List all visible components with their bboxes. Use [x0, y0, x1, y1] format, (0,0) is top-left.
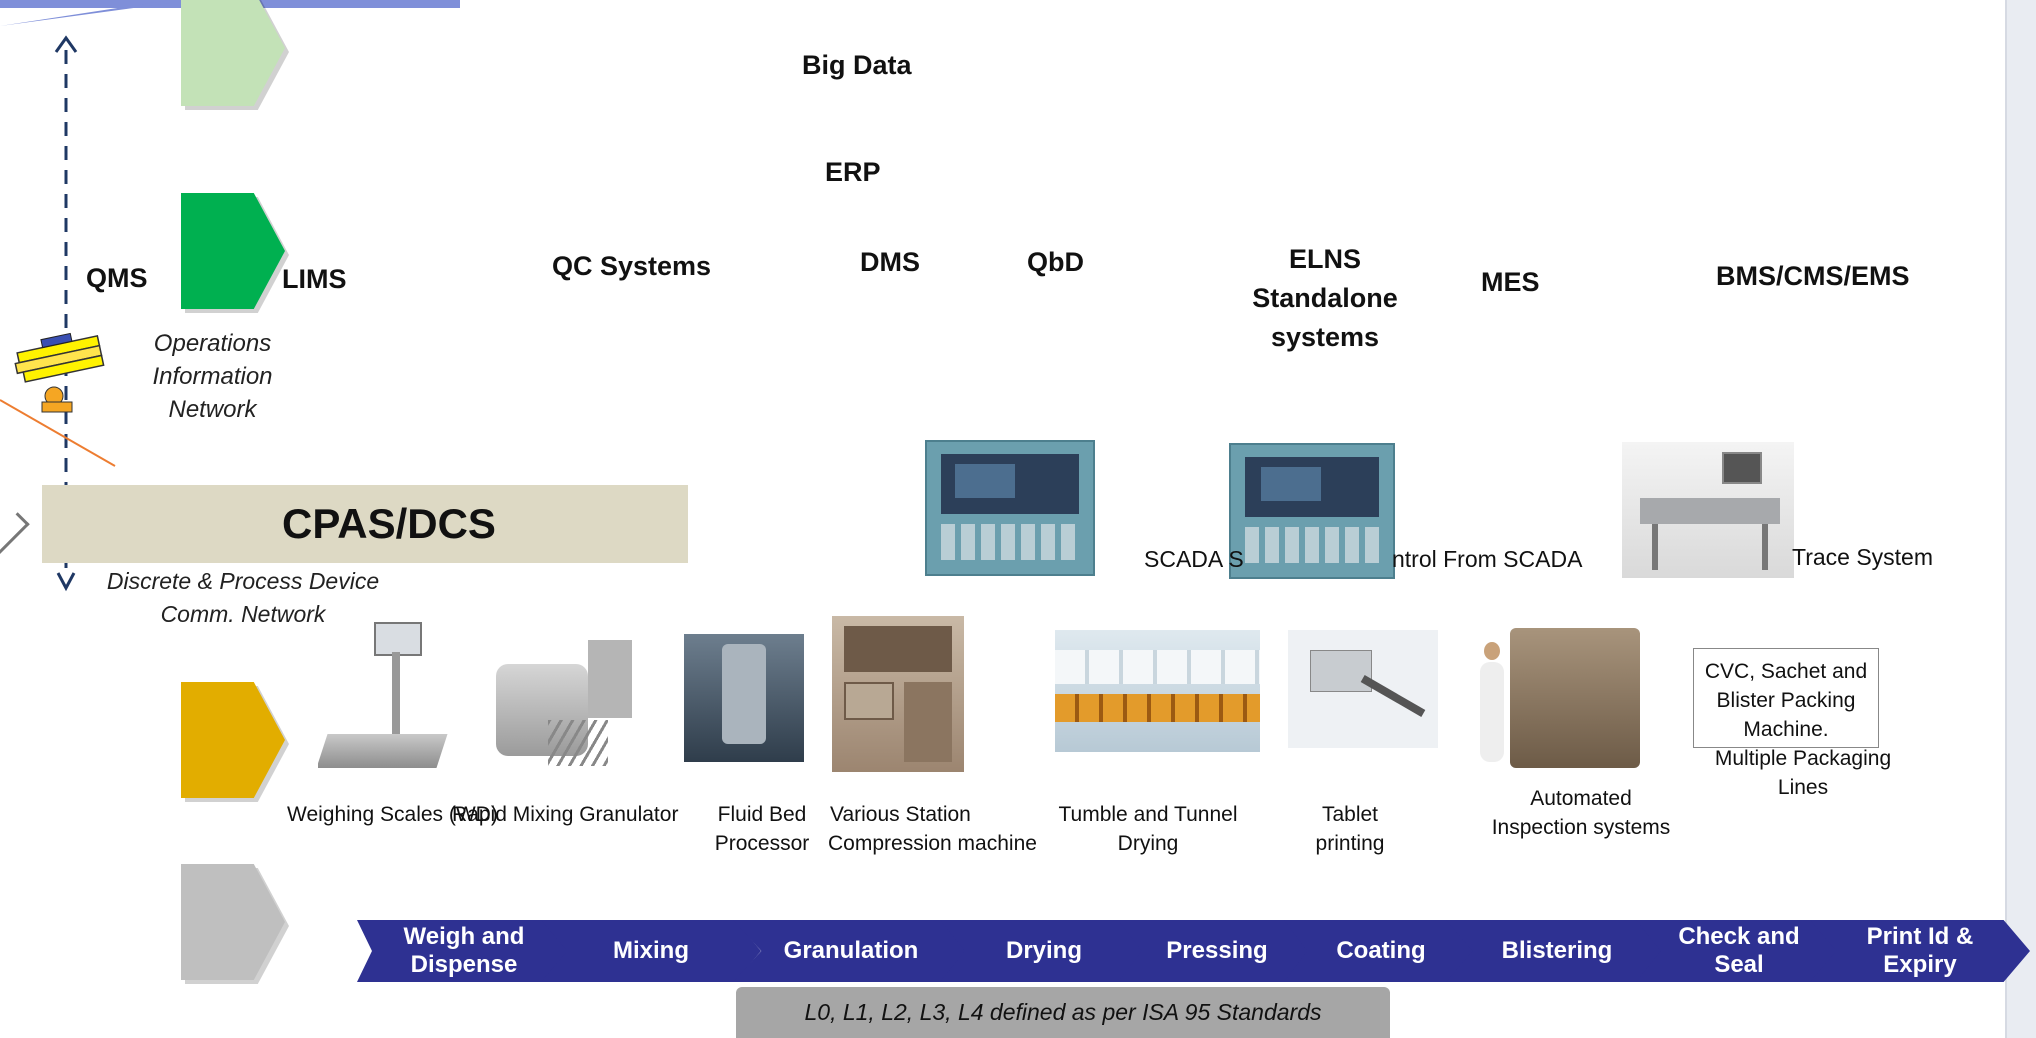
- scada-screen-image-2: [1229, 443, 1395, 579]
- compression-line-2: Compression machine: [828, 832, 1037, 855]
- step2-line-1: Mixing: [613, 937, 689, 964]
- step1-line-1: Weigh and: [403, 923, 525, 950]
- packaging-line-2: Lines: [1777, 776, 1829, 799]
- tablet-line-1: Tablet: [1321, 803, 1379, 826]
- cpas-dcs-label: CPAS/DCS: [282, 500, 496, 547]
- level1-chevron: [181, 682, 285, 798]
- fluid-bed-processor-image: [684, 634, 804, 762]
- ops-line-2: Information: [152, 363, 273, 390]
- elns-line-2: Standalone: [1252, 283, 1398, 313]
- step5-line-1: Pressing: [1166, 937, 1268, 964]
- step9-line-1: Print Id &: [1866, 923, 1974, 950]
- process-step-pressing: Pressing: [1118, 920, 1316, 982]
- process-step-drying: Drying: [940, 920, 1148, 982]
- step9-line-2: Expiry: [1883, 951, 1957, 978]
- step3-line-1: Granulation: [783, 937, 919, 964]
- elns-label: ELNS Standalone systems: [1240, 240, 1410, 357]
- isa95-footnote-text: L0, L1, L2, L3, L4 defined as per ISA 95…: [804, 999, 1322, 1025]
- big-data-label: Big Data: [802, 50, 912, 80]
- ops-line-3: Network: [168, 396, 257, 423]
- tablet-printing-image: [1288, 630, 1438, 748]
- inspection-line-2: Inspection systems: [1491, 816, 1671, 839]
- bms-label: BMS/CMS/EMS: [1716, 261, 1910, 291]
- equipment-caption-tablet-printing: Tablet printing: [1290, 800, 1410, 858]
- packing-line-3: Machine.: [1743, 718, 1829, 741]
- documents-clipart-icon: [6, 322, 116, 414]
- process-step-print-expiry: Print Id &Expiry: [1810, 920, 2030, 982]
- qbd-label: QbD: [1027, 247, 1084, 277]
- equipment-caption-compression: Various Station Compression machine: [828, 800, 1048, 858]
- packaging-line-1: Multiple Packaging: [1714, 747, 1892, 770]
- compression-machine-image: [832, 616, 964, 772]
- inspection-line-1: Automated: [1530, 787, 1632, 810]
- process-step-blistering: Blistering: [1446, 920, 1668, 982]
- isa95-footnote: L0, L1, L2, L3, L4 defined as per ISA 95…: [736, 987, 1390, 1038]
- qms-label: QMS: [86, 263, 148, 293]
- operations-network-label: Operations Information Network: [120, 327, 305, 426]
- erp-label: ERP: [825, 157, 881, 187]
- equipment-caption-fluid-bed: Fluid Bed Processor: [692, 800, 832, 858]
- process-step-mixing: Mixing: [541, 920, 761, 982]
- equipment-caption-weighing: Weighing Scales (WD): [287, 803, 498, 826]
- process-step-granulation: Granulation: [733, 920, 969, 982]
- process-step-coating: Coating: [1284, 920, 1478, 982]
- scada-caption-left: SCADA S: [1144, 546, 1244, 572]
- device-line-1: Discrete & Process Device: [106, 568, 380, 594]
- packing-machine-box: CVC, Sachet and Blister Packing Machine.: [1693, 648, 1879, 748]
- trace-machine-image: [1622, 442, 1794, 578]
- compression-line-1: Various Station: [830, 803, 971, 826]
- step7-line-1: Blistering: [1501, 937, 1613, 964]
- mes-label: MES: [1481, 267, 1540, 297]
- step8-line-2: Seal: [1714, 951, 1764, 978]
- elns-line-3: systems: [1270, 322, 1380, 352]
- level3-chevron: [181, 193, 285, 309]
- inspection-system-image: [1470, 622, 1645, 774]
- equipment-caption-inspection: Automated Inspection systems: [1470, 784, 1692, 842]
- fluid-bed-line-2: Processor: [714, 832, 810, 855]
- trace-system-caption: Trace System: [1792, 544, 1934, 570]
- scada-caption-right: ntrol From SCADA: [1392, 546, 1583, 572]
- packing-line-1: CVC, Sachet and: [1704, 660, 1868, 683]
- equipment-caption-packaging: Multiple Packaging Lines: [1698, 744, 1908, 802]
- drying-line-1: Tumble and Tunnel: [1058, 803, 1238, 826]
- cpas-dcs-bar: CPAS/DCS: [42, 485, 688, 563]
- level0-chevron: [181, 864, 285, 980]
- device-line-2: Comm. Network: [160, 601, 326, 627]
- drying-line-2: Drying: [1117, 832, 1179, 855]
- scada-screen-image-1: [925, 440, 1095, 576]
- step1-line-2: Dispense: [410, 951, 518, 978]
- fluid-bed-line-1: Fluid Bed: [717, 803, 807, 826]
- packing-line-2: Blister Packing: [1716, 689, 1856, 712]
- ops-line-1: Operations: [153, 330, 272, 357]
- dms-label: DMS: [860, 247, 920, 277]
- step6-line-1: Coating: [1336, 937, 1426, 964]
- equipment-caption-drying: Tumble and Tunnel Drying: [1040, 800, 1256, 858]
- tunnel-drying-image: [1055, 630, 1260, 752]
- rapid-mixing-granulator-image: [488, 634, 642, 772]
- weighing-scale-image: [318, 622, 448, 780]
- device-network-label: Discrete & Process Device Comm. Network: [88, 565, 398, 631]
- step8-line-1: Check and: [1678, 923, 1800, 950]
- qc-systems-label: QC Systems: [552, 251, 712, 281]
- right-edge-strip: [2005, 0, 2036, 1038]
- orange-line: [0, 399, 116, 467]
- tablet-line-2: printing: [1315, 832, 1385, 855]
- step4-line-1: Drying: [1005, 937, 1082, 964]
- equipment-caption-granulator: Rapid Mixing Granulator: [452, 803, 679, 826]
- level2-chevron-partial: [0, 512, 30, 555]
- lims-label: LIMS: [282, 264, 347, 294]
- elns-line-1: ELNS: [1288, 244, 1361, 274]
